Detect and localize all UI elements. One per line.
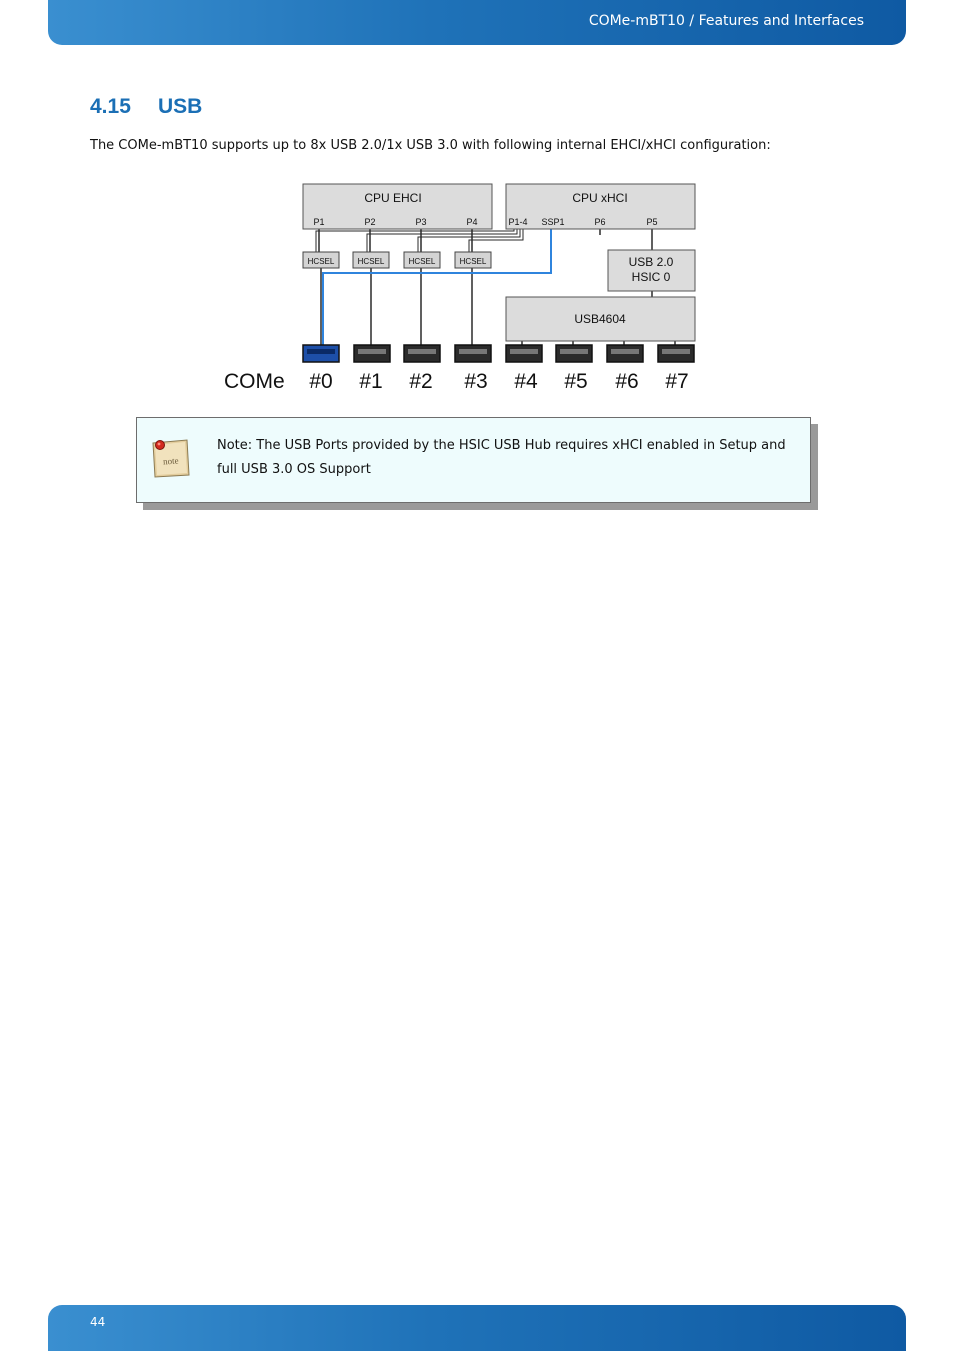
footer-band: 44 [48, 1305, 906, 1351]
hsic-label-line1: USB 2.0 [629, 255, 674, 269]
intro-paragraph: The COMe-mBT10 supports up to 8x USB 2.0… [90, 138, 771, 153]
hcsel-label: HCSEL [460, 257, 487, 266]
usb-port-6 [606, 344, 644, 363]
port-label: #1 [359, 370, 382, 393]
port-label: #0 [309, 370, 332, 393]
connector-label: COMe [224, 370, 285, 393]
port-label: #5 [564, 370, 587, 393]
header-band: COMe-mBT10 / Features and Interfaces [48, 0, 906, 45]
section-number: 4.15 [90, 95, 131, 118]
hsic-label-line2: HSIC 0 [632, 270, 671, 284]
ehci-port-label: P4 [466, 217, 477, 227]
port-label: #7 [665, 370, 688, 393]
hub-label: USB4604 [574, 312, 626, 326]
usb-port-4 [505, 344, 543, 363]
ehci-port-label: P1 [313, 217, 324, 227]
xhci-port-label: P1-4 [508, 217, 527, 227]
port-label: #2 [409, 370, 432, 393]
hcsel-label: HCSEL [308, 257, 335, 266]
usb-port-0 [302, 344, 340, 363]
xhci-label: CPU xHCI [572, 191, 627, 205]
usb-port-7 [657, 344, 695, 363]
ehci-port-label: P2 [364, 217, 375, 227]
ehci-port-label: P3 [415, 217, 426, 227]
xhci-port-label: P5 [646, 217, 657, 227]
page-number: 44 [90, 1315, 106, 1329]
usb-port-5 [555, 344, 593, 363]
note-icon-text: note [163, 455, 179, 466]
hcsel-label: HCSEL [358, 257, 385, 266]
xhci-port-label: SSP1 [541, 217, 564, 227]
xhci-port-label: P6 [594, 217, 605, 227]
section-title: USB [158, 95, 203, 118]
section-heading: 4.15 USB [90, 95, 202, 119]
note-text: Note: The USB Ports provided by the HSIC… [217, 438, 786, 477]
usb-port-1 [353, 344, 391, 363]
port-label: #6 [615, 370, 638, 393]
usb-port-2 [403, 344, 441, 363]
header-title: COMe-mBT10 / Features and Interfaces [588, 13, 864, 29]
note-box: note Note: The USB Ports provided by the… [136, 417, 811, 503]
port-label: #4 [514, 370, 538, 393]
hcsel-label: HCSEL [409, 257, 436, 266]
usb-configuration-diagram: CPU EHCI P1 P2 P3 P4 CPU xHCI P1-4 SSP1 … [224, 183, 696, 393]
port-label: #3 [464, 370, 487, 393]
note-icon: note [152, 439, 190, 478]
ehci-label: CPU EHCI [364, 191, 421, 205]
usb-port-3 [454, 344, 492, 363]
